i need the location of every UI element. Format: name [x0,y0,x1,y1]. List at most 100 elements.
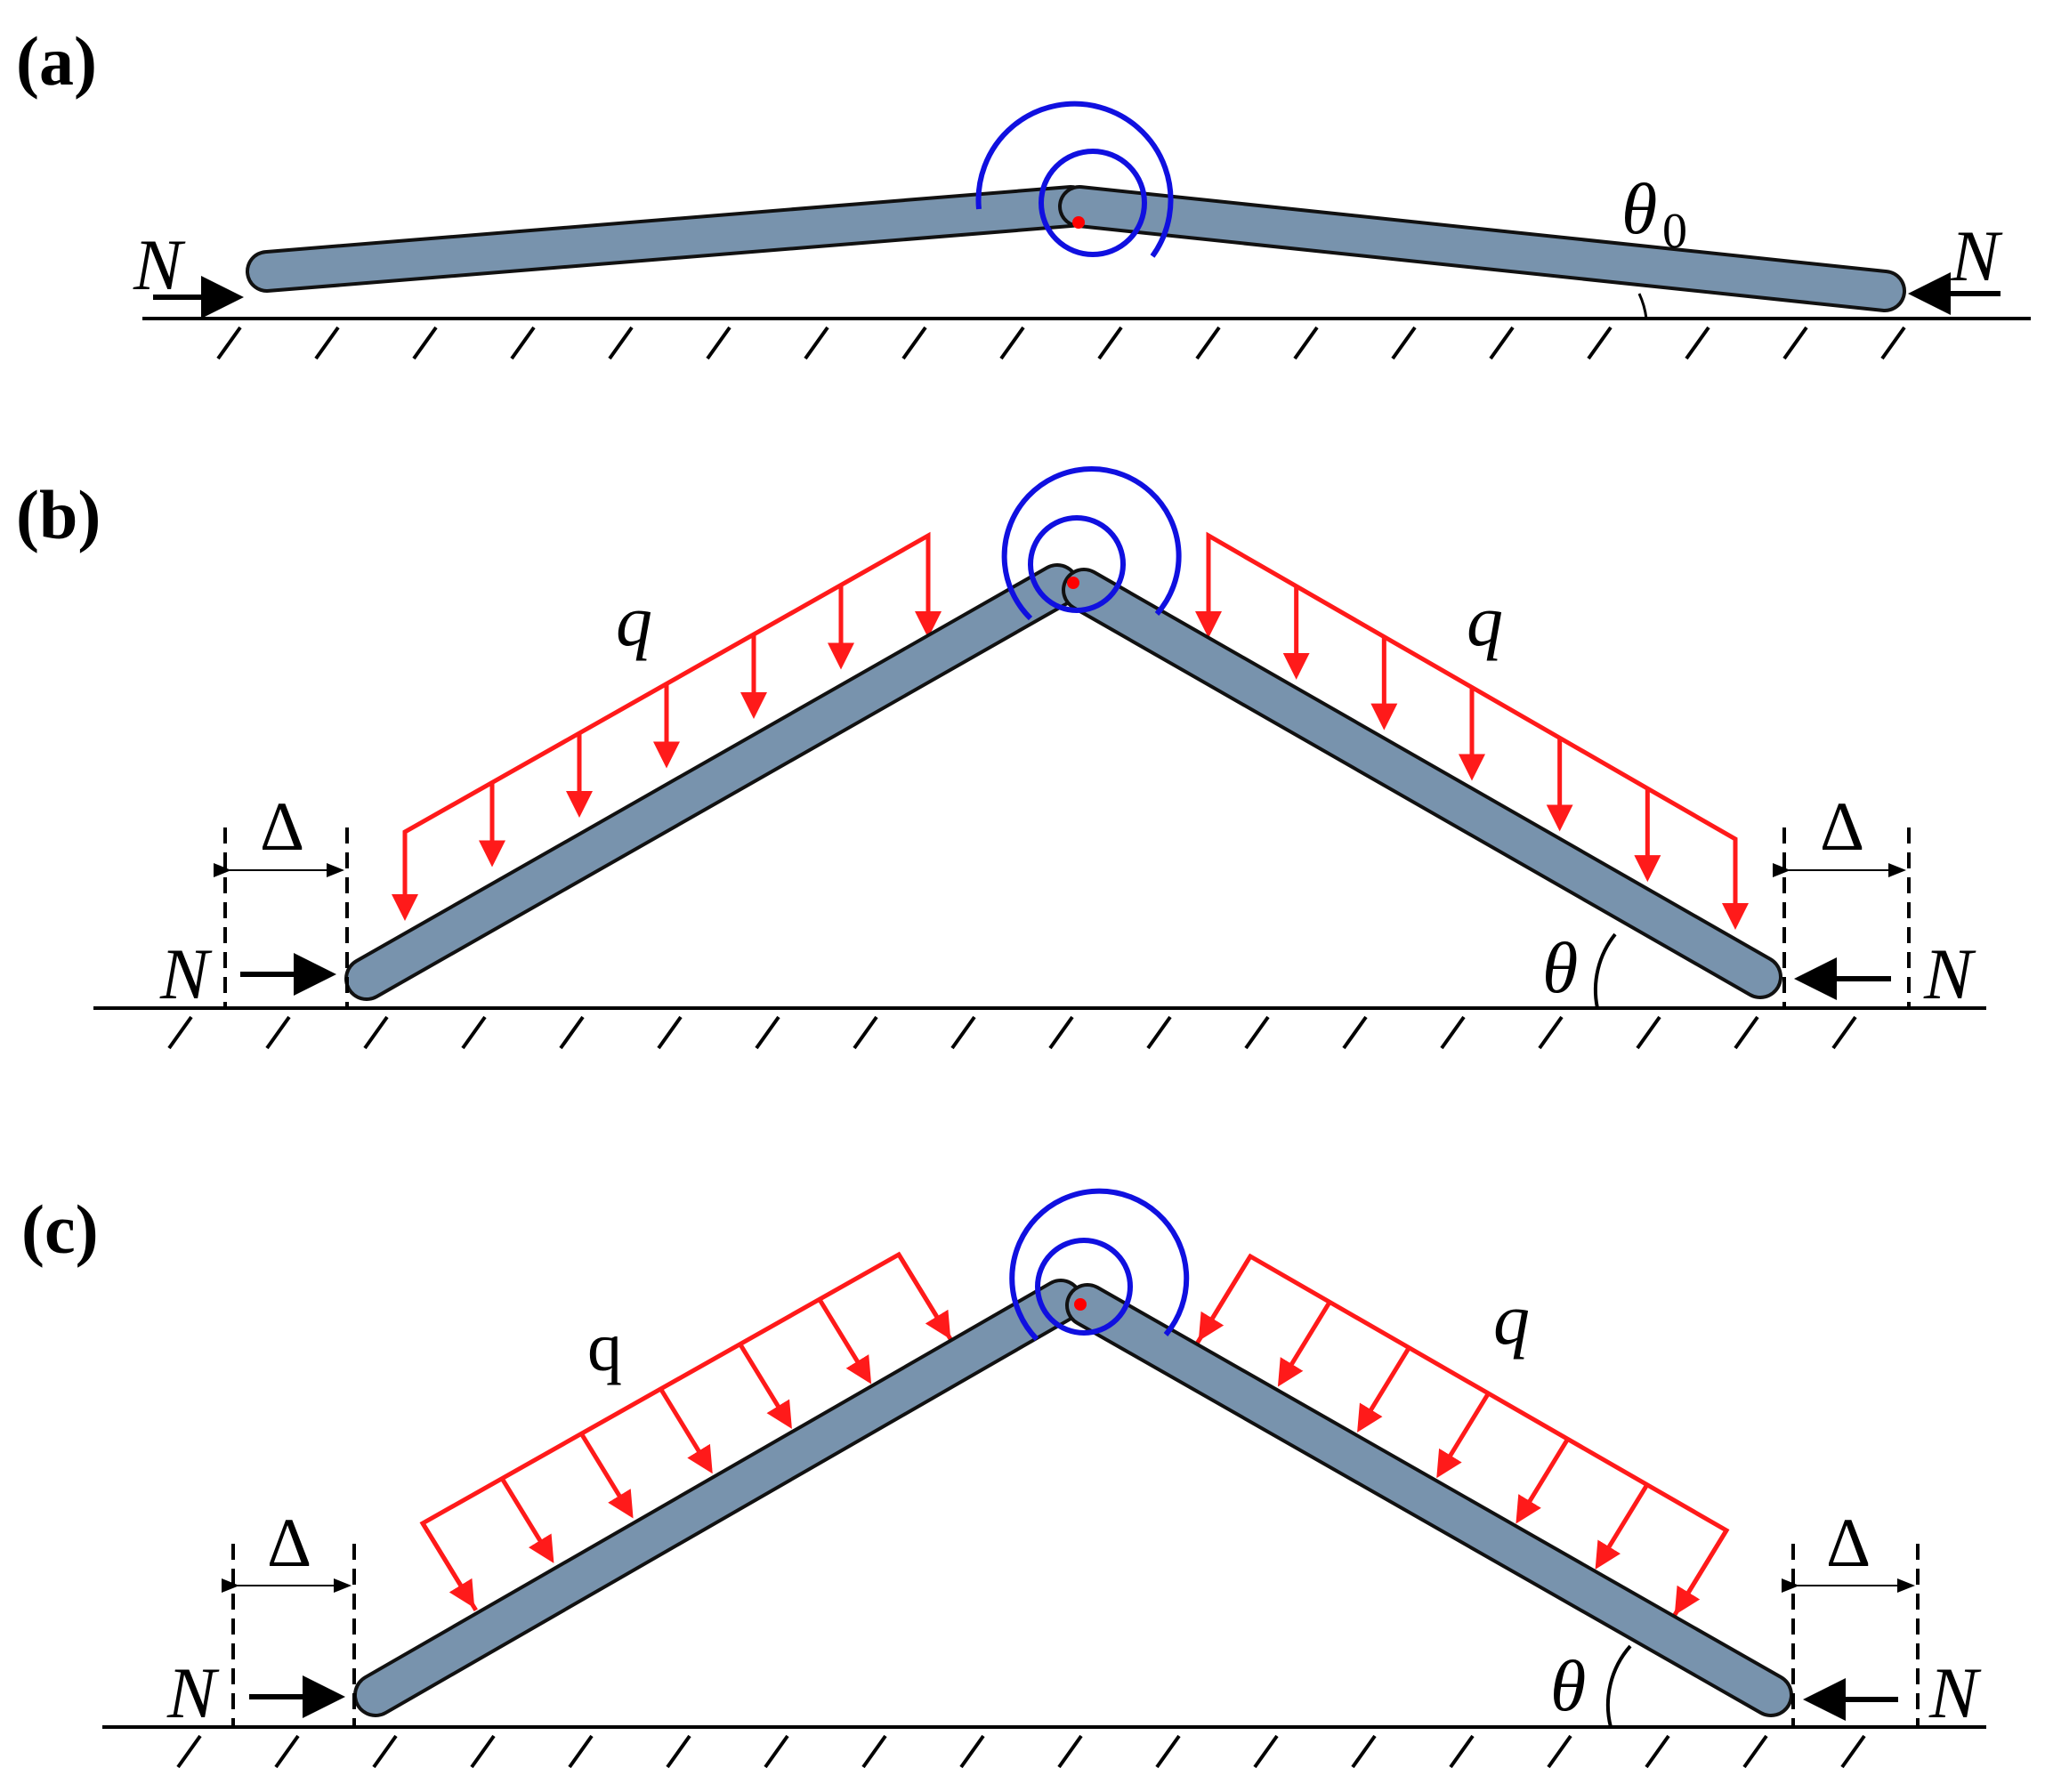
panel-b-label: (b) [16,476,101,553]
panel-a-label: (a) [16,22,97,100]
hatch-mark [1057,1734,1083,1769]
hatch-mark [804,326,829,360]
panel-b: (b) Δ Δ [16,466,1986,1050]
hatch-mark [1685,326,1710,360]
hatch-mark [1782,326,1808,360]
hatch-mark [853,1015,878,1050]
ground-hatch-c [176,1734,1866,1769]
hatch-mark [1155,1734,1181,1769]
torsion-spring-inner-a [1039,149,1147,257]
hatch-mark [1342,1015,1368,1050]
hatch-mark [363,1015,389,1050]
disp-label-left-b: Δ [260,787,304,865]
hatch-mark [1636,1015,1661,1050]
hatch-mark [1440,1015,1466,1050]
hatch-mark [1048,1015,1074,1050]
load-arrow [1516,1438,1570,1524]
hatch-mark [372,1734,398,1769]
panel-c-label: (c) [21,1191,99,1268]
hinge-dot-c [1074,1298,1087,1311]
hatch-mark [167,1015,193,1050]
ground-hatch-a [216,326,1906,360]
hatch-mark [1831,1015,1857,1050]
panel-c: (c) Δ Δ [21,1188,1986,1769]
distributed-load-left-c [419,1251,954,1612]
angle-label-a: θ [1621,168,1657,249]
load-label-left-c: q [587,1308,622,1385]
load-arrow [1674,1529,1729,1616]
angle-arc-b [1593,932,1617,1009]
hatch-mark [314,326,340,360]
displacement-marker-right-b [1773,827,1911,1008]
distributed-load-left-b [392,531,942,921]
load-arrow [738,1343,792,1429]
hatch-mark [1449,1734,1475,1769]
hatch-mark [1734,1015,1759,1050]
hatch-mark [265,1015,291,1050]
displacement-marker-left-b [214,827,349,1008]
force-label-left-c: N [166,1652,220,1733]
hatch-mark [461,1015,487,1050]
torsion-spring-inner-b [1028,515,1126,613]
load-arrow [1357,1346,1411,1433]
panel-a: (a) N N θ 0 [16,22,2031,360]
hatch-mark [412,326,438,360]
distributed-load-right-b [1195,531,1749,930]
hatch-mark [216,326,242,360]
force-label-right-a: N [1950,215,2003,296]
load-label-right-b: q [1467,580,1503,661]
hinge-dot-a [1072,216,1085,229]
load-label-left-b: q [616,580,652,661]
angle-label-b: θ [1542,927,1578,1008]
angle-subscript-a: 0 [1662,204,1687,259]
hatch-mark [657,1015,683,1050]
hatch-mark [1146,1015,1172,1050]
hatch-mark [1587,326,1613,360]
hatch-mark [755,1015,780,1050]
hatch-mark [999,326,1025,360]
hatch-mark [470,1734,496,1769]
hatch-mark [510,326,536,360]
ground-hatch-b [167,1015,1857,1050]
displacement-marker-right-c [1782,1544,1920,1727]
torsion-spring-outer-b [1001,466,1182,621]
angle-label-c: θ [1550,1645,1586,1726]
force-label-left-a: N [133,224,186,305]
torsion-spring-outer-c [1009,1188,1190,1342]
load-arrow [420,1522,475,1609]
disp-label-left-c: Δ [267,1504,311,1581]
force-label-right-b: N [1923,933,1976,1014]
load-arrow [817,1298,872,1384]
disp-label-right-b: Δ [1820,787,1864,865]
hatch-mark [959,1734,985,1769]
torsion-spring-outer-a [975,101,1174,258]
hinge-dot-b [1067,577,1079,589]
hatch-mark [559,1015,585,1050]
hatch-mark [568,1734,594,1769]
hatch-mark [901,326,927,360]
hatch-mark [1253,1734,1279,1769]
load-arrow [579,1433,634,1519]
force-label-left-b: N [159,933,213,1014]
hatch-mark [1293,326,1319,360]
force-label-right-c: N [1928,1652,1982,1733]
hatch-mark [861,1734,887,1769]
hatch-mark [764,1734,789,1769]
hatch-mark [1547,1734,1572,1769]
angle-arc-c [1605,1644,1632,1728]
hatch-mark [274,1734,300,1769]
hatch-mark [950,1015,976,1050]
angle-arc-a [1637,293,1648,319]
load-arrow [1198,1255,1253,1342]
hatch-mark [1391,326,1417,360]
load-arrow [659,1387,713,1474]
hatch-mark [1645,1734,1670,1769]
hatch-mark [1351,1734,1377,1769]
hatch-mark [1489,326,1515,360]
load-arrow [500,1477,554,1563]
hatch-mark [1195,326,1221,360]
load-label-right-c: q [1493,1279,1530,1360]
disp-label-right-c: Δ [1826,1504,1871,1581]
load-arrow [1277,1301,1332,1387]
